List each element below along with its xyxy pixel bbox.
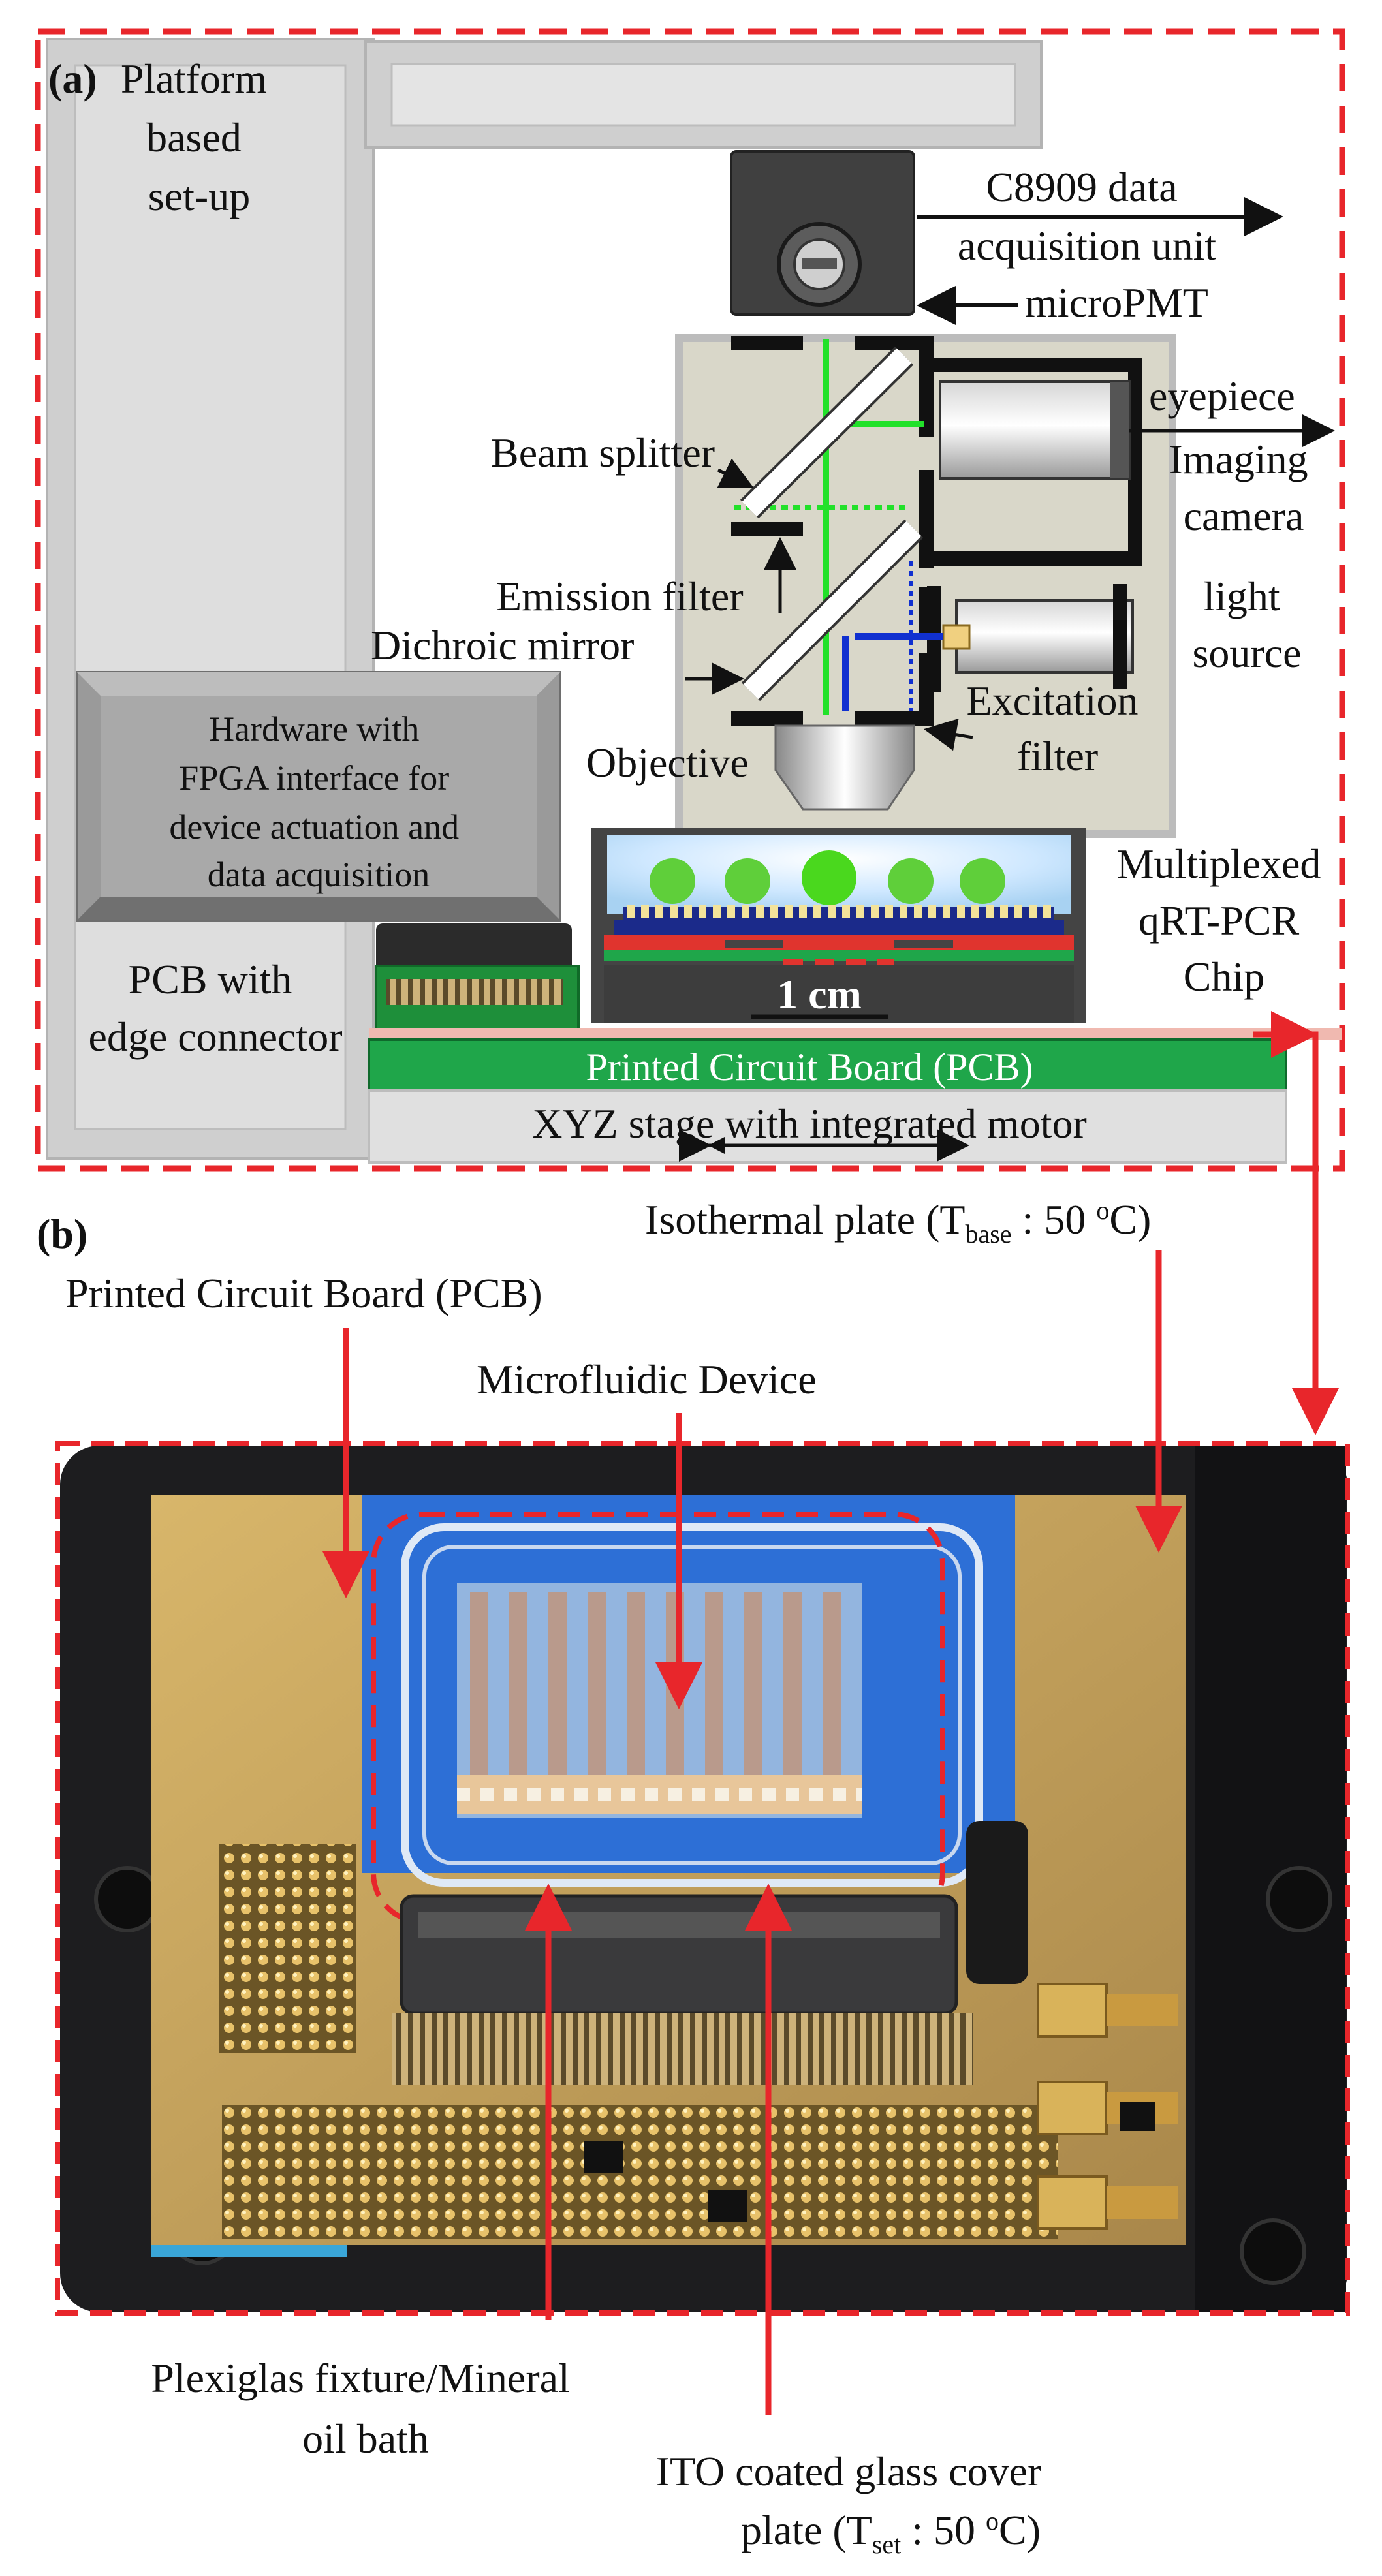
isothermal-link-arrow (1286, 1031, 1339, 1435)
objective-label: Objective (586, 739, 749, 786)
panel-a-label: (a) (48, 55, 97, 102)
excitation-filter-label: Excitation filter (966, 677, 1148, 779)
eyepiece-label: eyepiece (1149, 373, 1295, 419)
panel-a: (a) Platform based set-up C8909 data acq… (35, 28, 1345, 1435)
micropmt-label: microPMT (1025, 279, 1208, 326)
plexiglas-fixture (401, 1523, 983, 1887)
beam-splitter-label: Beam splitter (491, 429, 715, 476)
excitation-filter-arrow (924, 718, 973, 751)
microscope-body (675, 334, 1176, 838)
micropmt-device (730, 150, 915, 316)
panel-b-border (55, 1441, 1350, 2316)
hardware-box (76, 671, 561, 922)
hardware-label: Hardware with FPGA interface for device … (169, 709, 467, 894)
c8909-label: C8909 data acquisition unit (958, 164, 1217, 269)
ito-label-line1: ITO coated glass cover (656, 2448, 1042, 2494)
qrtpcr-chip (591, 828, 1086, 1023)
edge-connector (375, 923, 580, 1032)
plexiglas-label: Plexiglas fixture/Mineral oil bath (151, 2355, 580, 2462)
platform-label: Platform based set-up (121, 55, 277, 219)
microfluidic-label: Microfluidic Device (477, 1356, 817, 1403)
imaging-camera-label: Imaging camera (1169, 436, 1318, 539)
pin-header-bottom (222, 2105, 1058, 2239)
light-source-tube (955, 599, 1134, 674)
light-source-label: light source (1192, 573, 1301, 676)
panel-b-label: (b) (37, 1211, 87, 1257)
isothermal-strip (369, 1028, 1342, 1040)
pcb-label: Printed Circuit Board (PCB) (65, 1270, 542, 1316)
isothermal-label: Isothermal plate (Tbase : 50 oC) (645, 1196, 1151, 1249)
dichroic-mirror-label: Dichroic mirror (371, 622, 634, 668)
pin-header-left (219, 1844, 356, 2053)
objective-lens (774, 724, 915, 811)
pcb-edge-label: PCB with edge connector (88, 956, 342, 1060)
chip-channels (470, 1592, 841, 1775)
platform-frame (46, 38, 1043, 1160)
panel-a-border (35, 28, 1345, 1172)
xyz-label: XYZ stage with integrated motor (532, 1100, 1087, 1147)
pcb-bar-label: Printed Circuit Board (PCB) (586, 1046, 1033, 1089)
multiplexed-label: Multiplexed qRT-PCR Chip (1117, 841, 1332, 1000)
scale-bar-label: 1 cm (777, 971, 862, 1017)
ito-label-line2: plate (Tset : 50 oC) (741, 2506, 1041, 2559)
panel-b: (b) Isothermal plate (Tbase : 50 oC) Pri… (37, 1196, 1350, 2559)
device-photo (60, 1446, 1347, 2312)
beam-splitter-arrow (717, 458, 754, 488)
emission-filter-label: Emission filter (496, 573, 744, 619)
eyepiece-tube (939, 380, 1131, 480)
pcb-bar (368, 1038, 1287, 1092)
